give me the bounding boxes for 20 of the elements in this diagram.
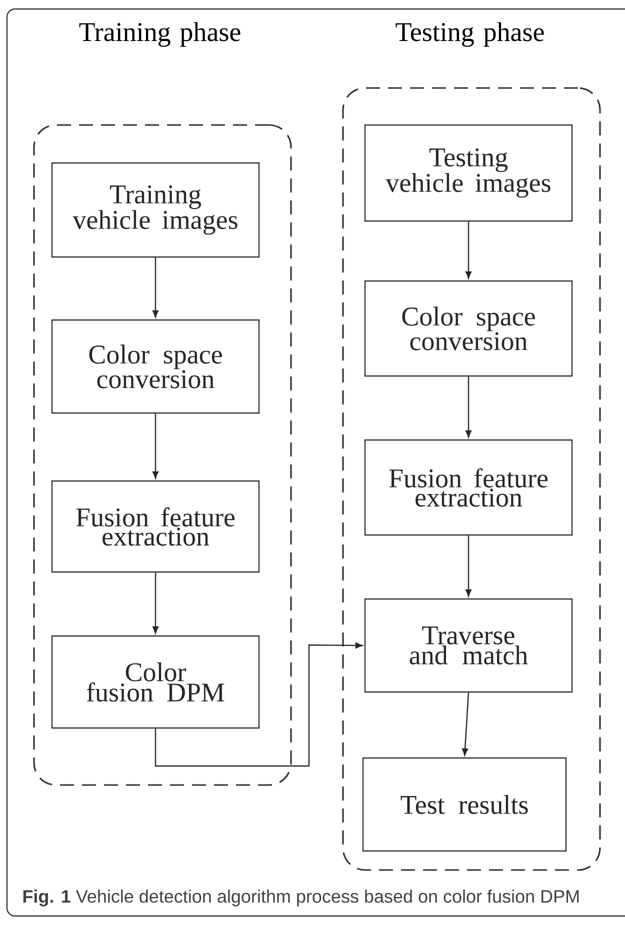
group-heading: Training phase bbox=[79, 22, 240, 47]
process-box: Fusion feature extraction bbox=[364, 439, 573, 536]
arrow bbox=[154, 642, 363, 767]
caption: Fig. 1 Vehicle detection algorithm process based on color fusion DPM bbox=[23, 890, 579, 906]
arrow bbox=[152, 258, 159, 318]
process-box: Traverse and match bbox=[364, 598, 573, 693]
process-box: Testing vehicle images bbox=[364, 124, 573, 222]
process-box: Color fusion DPM bbox=[51, 635, 260, 729]
arrow bbox=[465, 222, 472, 279]
group-heading: Testing phase bbox=[396, 22, 544, 47]
arrow bbox=[465, 376, 472, 438]
arrow bbox=[462, 692, 470, 756]
process-box: Color space conversion bbox=[364, 280, 573, 377]
process-box: Training vehicle images bbox=[51, 162, 260, 258]
process-box: Color space conversion bbox=[51, 319, 260, 414]
arrow bbox=[152, 572, 159, 634]
process-box: Test results bbox=[362, 757, 567, 852]
process-box: Fusion feature extraction bbox=[51, 480, 260, 573]
arrow bbox=[152, 414, 159, 479]
arrow bbox=[465, 536, 472, 597]
